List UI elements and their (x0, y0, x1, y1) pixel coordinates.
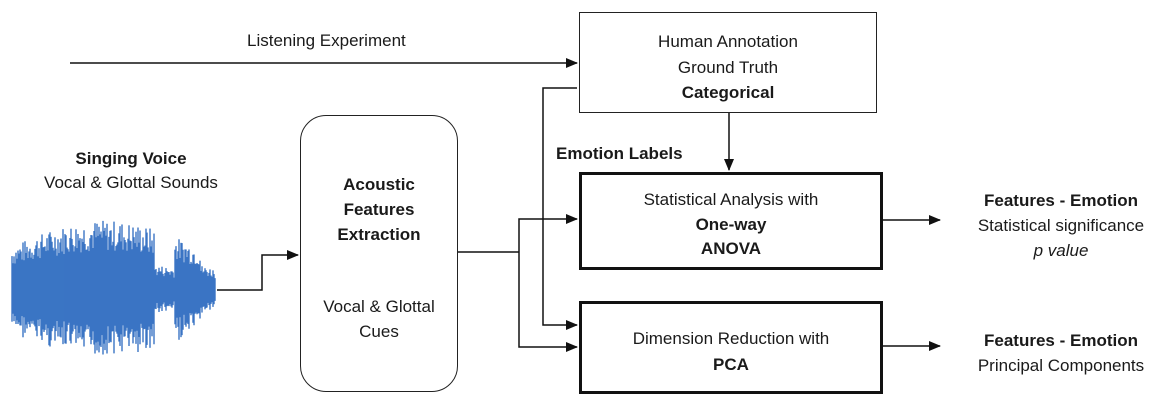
listening-experiment-label: Listening Experiment (247, 31, 406, 50)
singing-voice-subtitle: Vocal & Glottal Sounds (44, 173, 218, 192)
extraction-cue1: Vocal & Glottal (323, 297, 435, 316)
feature-extraction-box: Acoustic Features Extraction Vocal & Glo… (300, 115, 458, 392)
pca-line1: Dimension Reduction with (632, 329, 830, 348)
annotation-line1: Human Annotation (658, 32, 798, 51)
extraction-line2: Features (343, 200, 415, 219)
stats-output-pvalue: p value (1033, 241, 1089, 260)
extraction-to-pca-arrow (518, 252, 578, 352)
extraction-cue2: Cues (359, 322, 399, 341)
pca-line2: PCA (713, 355, 749, 374)
anova-box: Statistical Analysis with One-way ANOVA (579, 172, 883, 270)
labels-to-pca-arrow (542, 87, 578, 330)
extraction-line3: Extraction (337, 225, 421, 244)
singing-voice-title: Singing Voice (75, 149, 187, 168)
extraction-line1: Acoustic (343, 175, 415, 194)
pca-box: Dimension Reduction with PCA (579, 301, 883, 394)
anova-line1: Statistical Analysis with (643, 190, 819, 209)
pca-output-title: Features - Emotion (984, 331, 1138, 350)
anova-line3: ANOVA (700, 239, 762, 258)
stats-output-line1: Statistical significance (977, 216, 1145, 235)
anova-line2: One-way (695, 215, 767, 234)
annotation-line2: Ground Truth (677, 58, 779, 77)
stats-output-title: Features - Emotion (984, 191, 1138, 210)
emotion-labels-text: Emotion Labels (556, 144, 683, 163)
human-annotation-box: Human Annotation Ground Truth Categorica… (579, 12, 877, 113)
pca-output-line1: Principal Components (977, 356, 1145, 375)
extraction-to-anova-arrow (518, 214, 578, 252)
waveform-to-extraction-arrow (217, 250, 299, 291)
annotation-categorical: Categorical (681, 83, 775, 102)
waveform-graphic (11, 220, 216, 355)
